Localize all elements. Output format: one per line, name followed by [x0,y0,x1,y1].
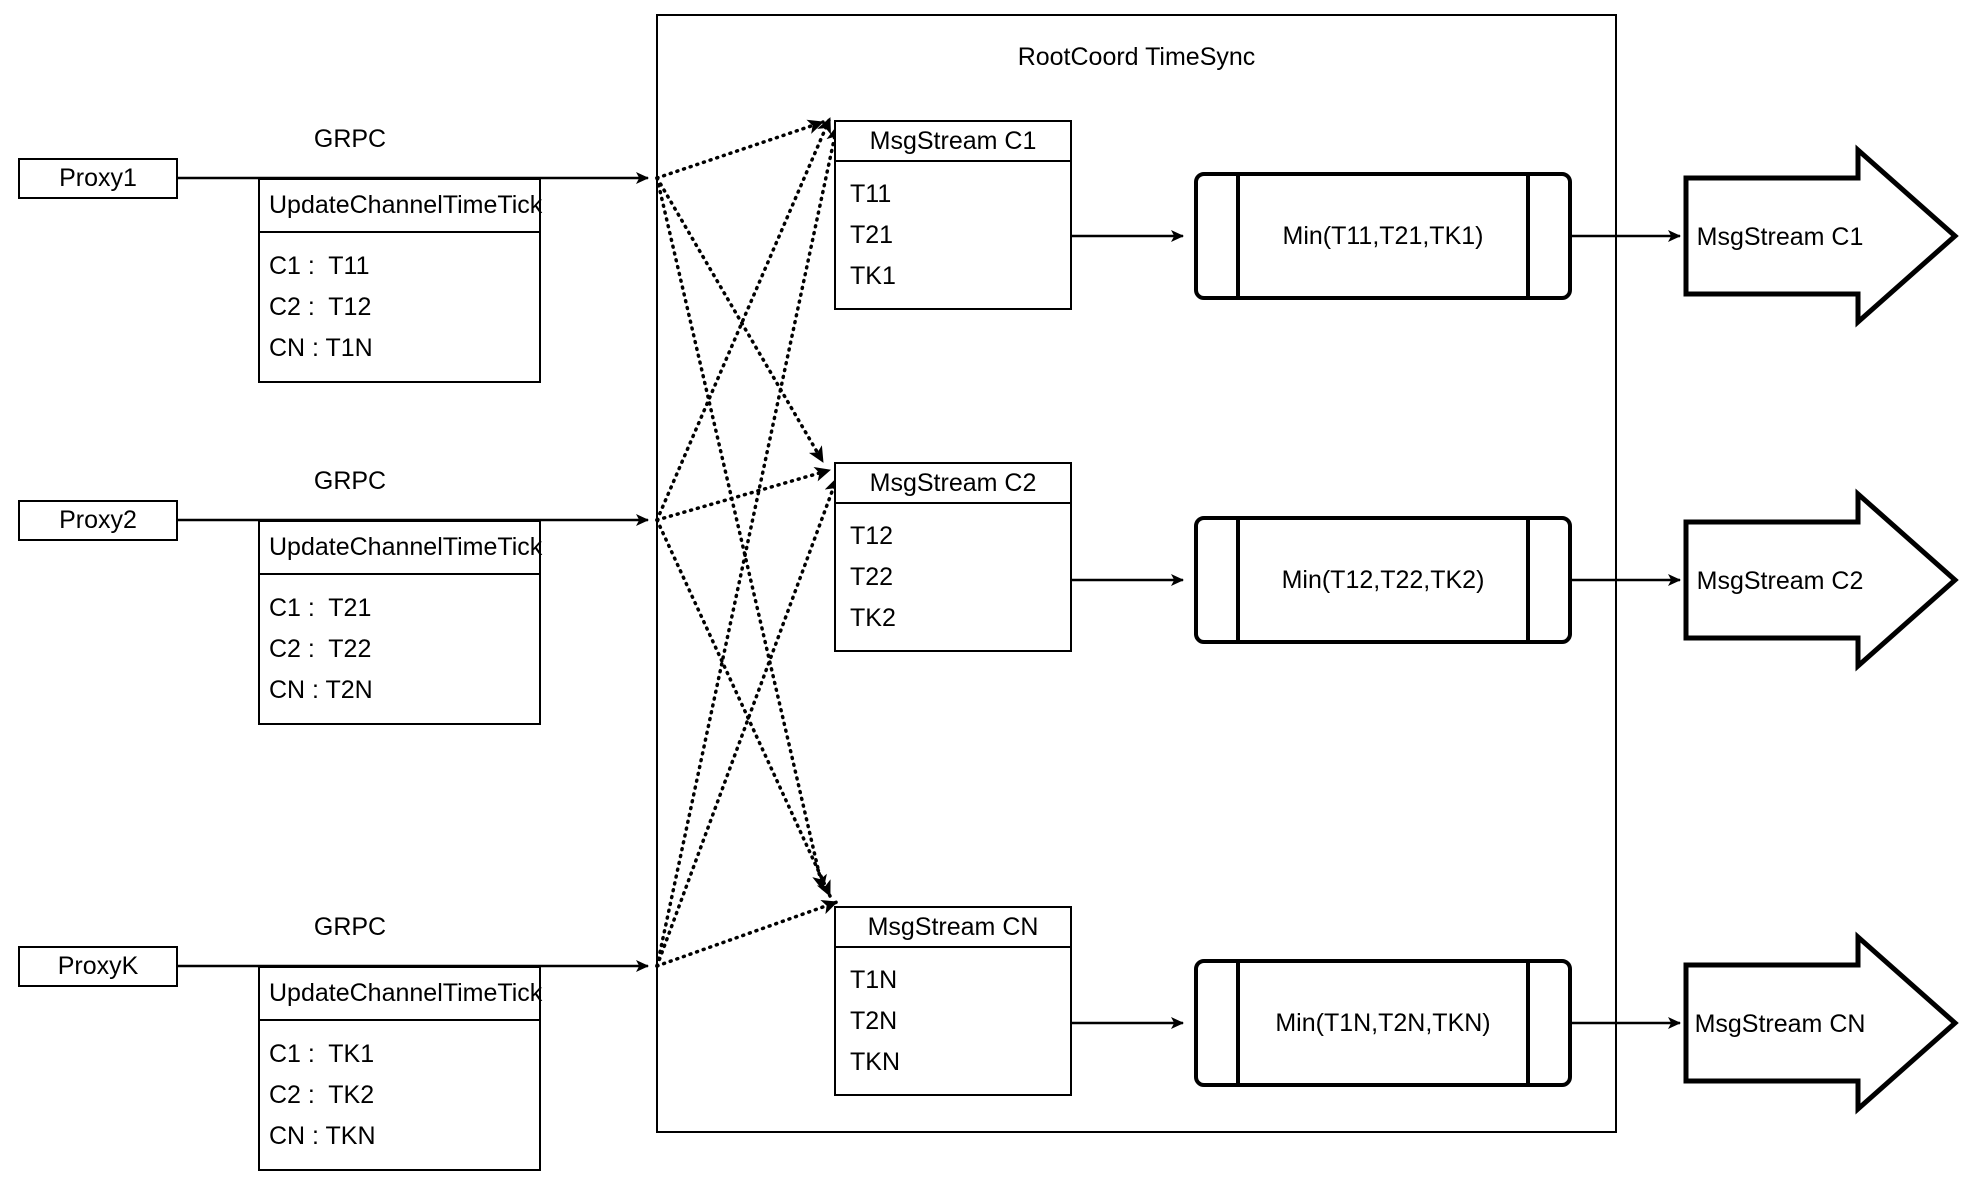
msgstream-header-3: MsgStream CN [836,908,1070,948]
process-bar-right-icon [1526,175,1530,297]
msgstream-row: T11 [850,180,892,208]
msgstream-row: T22 [850,563,894,591]
timetick-row: C2 : TK2 [269,1081,375,1109]
min-label-2: Min(T12,T22,TK2) [1281,565,1485,594]
timetick-fanout-dotted [655,116,842,968]
min-process-2: Min(T12,T22,TK2) [1194,516,1572,644]
timetick-row: C1 : T11 [269,252,370,280]
timetick-body-3: C1 : TK1 C2 : TK2 CN : TKN [260,1021,539,1169]
timetick-header-3: UpdateChannelTimeTick [260,968,542,1021]
process-bar-right-icon [1526,962,1530,1084]
timetick-row: C1 : TK1 [269,1040,375,1068]
output-label-1: MsgStream C1 [1696,223,1864,251]
process-bar-left-icon [1236,175,1240,297]
timetick-row: CN : T2N [269,676,373,704]
timetick-row: C2 : T12 [269,293,372,321]
output-label-2: MsgStream C2 [1696,567,1864,595]
msgstream-table-3: MsgStream CN T1N T2N TKN [834,906,1072,1096]
proxy-box-2[interactable]: Proxy2 [18,500,178,541]
msgstream-row: TK1 [850,262,896,290]
min-process-3: Min(T1N,T2N,TKN) [1194,959,1572,1087]
proxy-box-3[interactable]: ProxyK [18,946,178,987]
proxy-box-1[interactable]: Proxy1 [18,158,178,199]
proxy-label-3: ProxyK [57,952,139,980]
msgstream-header-1: MsgStream C1 [836,122,1070,162]
grpc-label-2: GRPC [313,467,387,495]
msgstream-body-2: T12 T22 TK2 [836,504,1070,650]
output-block-arrow-row3 [1683,931,1959,1115]
timetick-table-1: UpdateChannelTimeTick C1 : T11 C2 : T12 … [258,178,542,383]
timetick-header-1: UpdateChannelTimeTick [260,180,542,233]
timetick-body-1: C1 : T11 C2 : T12 CN : T1N [260,233,539,381]
output-block-arrow-row2 [1683,488,1959,672]
min-label-3: Min(T1N,T2N,TKN) [1275,1008,1491,1037]
msgstream-body-3: T1N T2N TKN [836,948,1070,1094]
msgstream-row: T1N [850,966,898,994]
process-bar-left-icon [1236,962,1240,1084]
msgstream-body-1: T11 T21 TK1 [836,162,1070,308]
msgstream-row: TK2 [850,604,896,632]
timetick-body-2: C1 : T21 C2 : T22 CN : T2N [260,575,539,723]
timetick-row: CN : TKN [269,1122,376,1150]
rootcoord-timesync-container [656,14,1617,1133]
timetick-table-3: UpdateChannelTimeTick C1 : TK1 C2 : TK2 … [258,966,542,1171]
output-label-3: MsgStream CN [1694,1010,1866,1038]
msgstream-row: T21 [850,221,894,249]
grpc-label-3: GRPC [313,913,387,941]
proxy-label-2: Proxy2 [59,506,137,534]
proxy-label-1: Proxy1 [59,164,137,192]
timetick-row: CN : T1N [269,334,373,362]
min-label-1: Min(T11,T21,TK1) [1282,221,1484,250]
msgstream-table-1: MsgStream C1 T11 T21 TK1 [834,120,1072,310]
msgstream-row: TKN [850,1048,900,1076]
msgstream-header-2: MsgStream C2 [836,464,1070,504]
msgstream-row: T2N [850,1007,898,1035]
grpc-label-1: GRPC [313,125,387,153]
process-bar-left-icon [1236,519,1240,641]
timetick-row: C1 : T21 [269,594,372,622]
timetick-header-2: UpdateChannelTimeTick [260,522,542,575]
min-process-1: Min(T11,T21,TK1) [1194,172,1572,300]
container-title: RootCoord TimeSync [1017,43,1256,71]
output-block-arrow-row1 [1683,144,1959,328]
msgstream-table-2: MsgStream C2 T12 T22 TK2 [834,462,1072,652]
process-bar-right-icon [1526,519,1530,641]
msgstream-row: T12 [850,522,894,550]
timetick-row: C2 : T22 [269,635,372,663]
timetick-table-2: UpdateChannelTimeTick C1 : T21 C2 : T22 … [258,520,542,725]
